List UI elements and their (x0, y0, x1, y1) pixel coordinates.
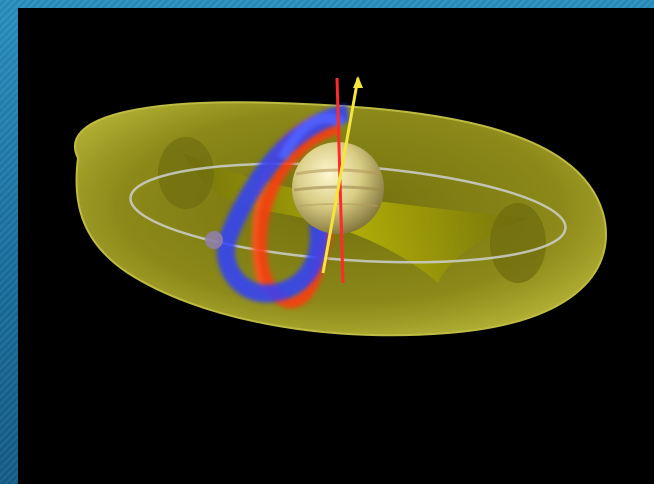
jupiter-magnetosphere-scene (18, 8, 654, 484)
magnetic-axis (321, 76, 363, 274)
scene-canvas (74, 76, 607, 337)
blue-flux-tube (216, 104, 350, 303)
io-moon (205, 231, 223, 249)
